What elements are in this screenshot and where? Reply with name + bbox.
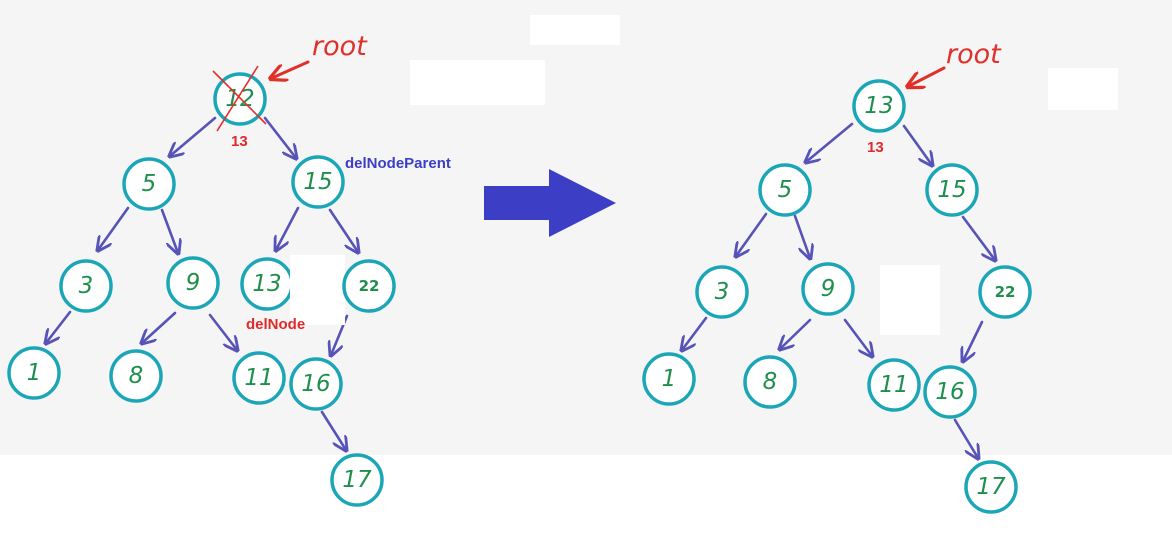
node-label: 3 [715, 279, 730, 305]
node-22: 22 [342, 259, 396, 313]
before-edges [46, 116, 358, 450]
node-label: 5 [142, 171, 157, 197]
edge-13-5 [806, 122, 854, 162]
node-label: 15 [937, 177, 966, 203]
node-15: 15 [925, 163, 979, 217]
node-15-del-node-parent: 15 [291, 155, 345, 209]
node-label: 8 [763, 369, 778, 395]
node-1: 1 [642, 352, 696, 406]
node-13-del-node: 13 [240, 257, 294, 311]
node-label: 5 [778, 177, 793, 203]
edge-15-13 [276, 206, 300, 250]
del-node-label: delNode [246, 316, 305, 333]
before-root-label: root [312, 31, 368, 62]
replacement-value-label: 13 [231, 133, 248, 150]
node-22: 22 [978, 265, 1032, 319]
node-label: 1 [27, 360, 42, 386]
node-3: 3 [59, 259, 113, 313]
node-3: 3 [695, 265, 749, 319]
edge-3-1 [46, 310, 72, 343]
replacement-value-label: 13 [867, 139, 884, 156]
node-label: 9 [186, 270, 201, 296]
node-label: 13 [864, 93, 893, 119]
node-label: 22 [995, 283, 1016, 301]
edge-9-8 [142, 311, 177, 343]
edge-9-11 [208, 313, 237, 350]
node-8: 8 [109, 349, 163, 403]
node-11: 11 [867, 358, 921, 412]
node-label: 22 [359, 277, 380, 295]
node-label: 1 [662, 366, 677, 392]
edge-5-3 [98, 206, 130, 250]
node-1: 1 [7, 346, 61, 400]
node-label: 9 [821, 276, 836, 302]
edge-5-3 [736, 212, 768, 256]
node-label: 13 [252, 271, 281, 297]
node-label: 11 [879, 372, 908, 398]
node-5: 5 [122, 157, 176, 211]
edge-16-17 [953, 418, 978, 458]
root-arrow-icon [272, 60, 310, 78]
edge-9-11 [843, 318, 872, 356]
node-5: 5 [758, 163, 812, 217]
del-node-parent-label: delNodeParent [345, 155, 451, 172]
edge-22-16 [963, 320, 984, 361]
edge-13-15 [902, 124, 932, 165]
node-label: 17 [976, 474, 1006, 500]
node-label: 8 [129, 363, 144, 389]
edge-9-8 [780, 318, 812, 349]
edge-15-22 [961, 215, 995, 260]
edge-12-5 [170, 116, 217, 156]
node-label: 15 [303, 169, 332, 195]
edge-5-9 [793, 214, 810, 258]
node-11: 11 [232, 351, 286, 405]
edge-16-17 [320, 410, 346, 450]
after-root-label: root [946, 39, 1002, 70]
node-13-new-root: 13 [852, 79, 906, 133]
node-16: 16 [923, 365, 977, 419]
node-17: 17 [330, 453, 384, 507]
before-tree: root 12 13 5 15 delNodeParent 3 9 [7, 31, 451, 507]
node-16: 16 [289, 357, 343, 411]
node-label: 17 [342, 467, 372, 493]
transition-arrow-icon [484, 169, 616, 237]
after-edges [682, 122, 995, 458]
node-label: 3 [79, 273, 94, 299]
root-arrow-icon [909, 66, 946, 86]
after-tree: root 13 13 5 15 3 9 22 1 [642, 39, 1032, 514]
edge-12-15 [263, 116, 296, 158]
node-label: 16 [301, 371, 330, 397]
node-8: 8 [743, 355, 797, 409]
node-9: 9 [166, 256, 220, 310]
edge-3-1 [682, 316, 708, 350]
node-label: 16 [935, 379, 964, 405]
node-17: 17 [964, 460, 1018, 514]
edge-15-22 [328, 208, 358, 252]
node-label: 11 [244, 365, 273, 391]
cross-out-icon [212, 65, 267, 132]
edge-5-9 [160, 208, 178, 253]
node-9: 9 [801, 262, 855, 316]
